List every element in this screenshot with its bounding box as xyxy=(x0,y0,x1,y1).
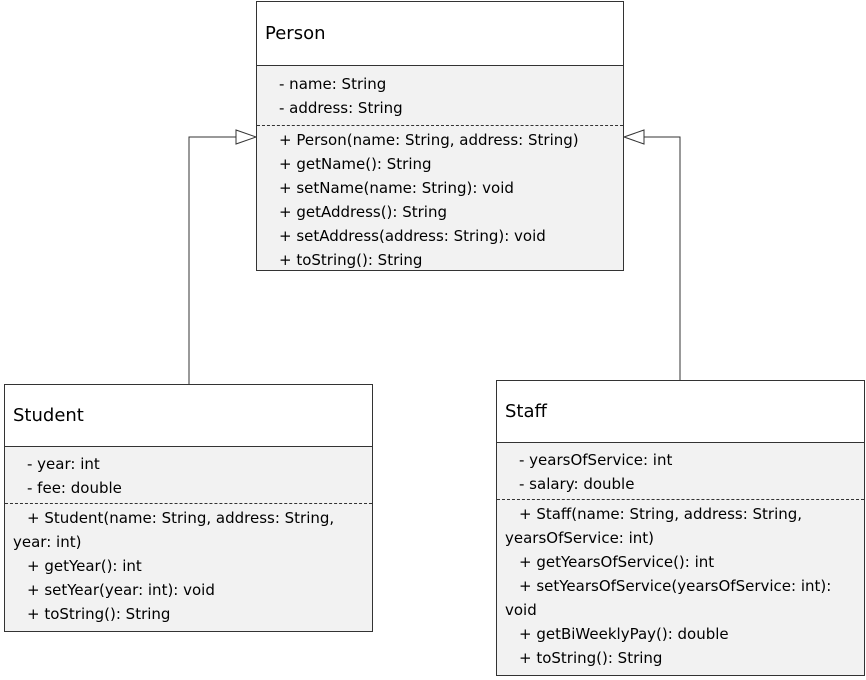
method-set-years-of-service-cont: void xyxy=(505,601,537,619)
class-staff-methods: + Staff(name: String, address: String, y… xyxy=(497,499,864,672)
method-get-years-of-service: + getYearsOfService(): int xyxy=(519,553,715,571)
class-person-name: Person xyxy=(257,2,623,66)
method-get-name: + getName(): String xyxy=(279,155,432,173)
student-inherits-person-line xyxy=(188,136,236,384)
class-staff-name: Staff xyxy=(497,381,864,443)
class-staff-attributes: - yearsOfService: int - salary: double xyxy=(497,443,864,499)
method-student-constructor: + Student(name: String, address: String, xyxy=(27,509,335,527)
class-person-attributes: - name: String - address: String xyxy=(257,66,623,125)
attribute-fee: - fee: double xyxy=(27,479,122,497)
staff-inherits-person-line xyxy=(644,136,681,380)
method-to-string: + toString(): String xyxy=(279,251,423,269)
attribute-address: - address: String xyxy=(279,99,403,117)
method-staff-constructor: + Staff(name: String, address: String, xyxy=(519,505,803,523)
class-student-attributes: - year: int - fee: double xyxy=(5,447,372,503)
method-to-string: + toString(): String xyxy=(519,649,663,667)
method-set-years-of-service: + setYearsOfService(yearsOfService: int)… xyxy=(519,577,832,595)
method-set-address: + setAddress(address: String): void xyxy=(279,227,546,245)
method-staff-constructor-cont: yearsOfService: int) xyxy=(505,529,655,547)
method-set-name: + setName(name: String): void xyxy=(279,179,514,197)
class-student-methods: + Student(name: String, address: String,… xyxy=(5,503,372,628)
method-get-bi-weekly-pay: + getBiWeeklyPay(): double xyxy=(519,625,729,643)
class-person-methods: + Person(name: String, address: String) … xyxy=(257,125,623,274)
method-get-year: + getYear(): int xyxy=(27,557,142,575)
class-staff: Staff - yearsOfService: int - salary: do… xyxy=(496,380,865,676)
attribute-name: - name: String xyxy=(279,75,387,93)
class-person: Person - name: String - address: String … xyxy=(256,1,624,271)
staff-inherits-person-arrowhead xyxy=(622,129,645,145)
method-set-year: + setYear(year: int): void xyxy=(27,581,215,599)
method-student-constructor-cont: year: int) xyxy=(13,533,82,551)
method-get-address: + getAddress(): String xyxy=(279,203,447,221)
class-student-name: Student xyxy=(5,385,372,447)
method-person-constructor: + Person(name: String, address: String) xyxy=(279,131,579,149)
student-inherits-person-arrowhead xyxy=(235,129,258,145)
attribute-salary: - salary: double xyxy=(519,475,635,493)
method-to-string: + toString(): String xyxy=(27,605,171,623)
class-student: Student - year: int - fee: double + Stud… xyxy=(4,384,373,632)
attribute-years-of-service: - yearsOfService: int xyxy=(519,451,673,469)
attribute-year: - year: int xyxy=(27,455,100,473)
